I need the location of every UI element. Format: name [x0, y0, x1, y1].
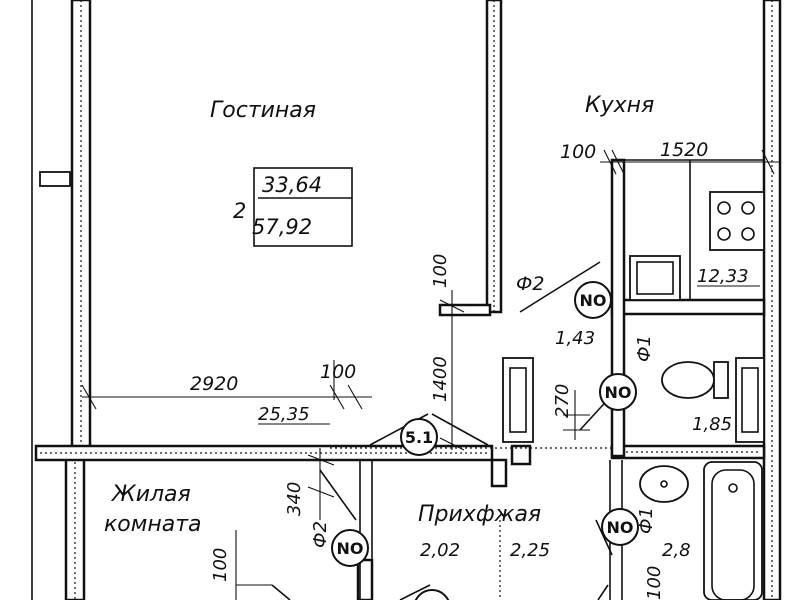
- no-marker-kitchen-text: NO: [580, 291, 607, 310]
- vent-shaft-left-icon: [502, 357, 534, 443]
- walls: [31, 0, 782, 600]
- area-corridor: 1,43: [555, 328, 595, 349]
- door-bedroom: [319, 469, 357, 521]
- door-kitchen: [519, 261, 601, 313]
- no-marker-bedroom-text: NO: [337, 539, 364, 558]
- vent-shaft-right-icon: [735, 357, 765, 443]
- window-sill: [39, 171, 71, 187]
- area-toilet: 1,85: [692, 414, 732, 435]
- fixtures: [502, 159, 765, 600]
- toilet-icon: [661, 361, 715, 399]
- section-marker: 5.1: [400, 418, 438, 456]
- apartment-living-area: 33,64: [262, 173, 322, 197]
- stove-icon: [709, 191, 765, 251]
- area-bath: 2,8: [662, 540, 691, 561]
- area-kitchen: 12,33: [697, 266, 749, 287]
- apartment-rooms-count: 2: [233, 199, 246, 223]
- room-label-bedroom-line1: Жилая: [110, 482, 191, 507]
- area-living: 25,35: [258, 404, 310, 425]
- living-bottom-wall: [34, 444, 494, 462]
- dim-hall-gap: 100: [644, 566, 665, 600]
- dim-toilet: 270: [552, 384, 573, 418]
- no-marker-hall: [414, 589, 450, 600]
- no-marker-bath: NO: [601, 508, 639, 546]
- kitchen-sink-icon: [629, 255, 681, 301]
- room-label-living: Гостиная: [210, 98, 316, 123]
- no-marker-kitchen: NO: [574, 281, 612, 319]
- kitchen-left-wall: [610, 158, 626, 458]
- apartment-total-area: 57,92: [252, 215, 312, 239]
- door-type-phi2-bottom: Ф2: [310, 521, 331, 548]
- door-type-phi1-top: Ф1: [634, 335, 655, 362]
- apartment-label: 2 33,64 57,92: [233, 167, 353, 247]
- area-hall-right: 2,25: [510, 540, 550, 561]
- dim-kitchen-gap: 100: [560, 141, 596, 163]
- room-label-kitchen: Кухня: [585, 93, 654, 118]
- kitchen-bottom-wall: [610, 298, 766, 316]
- column-block: [490, 458, 508, 488]
- door-jamb: [438, 303, 492, 317]
- dim-bedroom: 340: [284, 482, 305, 516]
- door-bath: [595, 519, 613, 556]
- bathtub-icon: [703, 461, 763, 600]
- room-label-bedroom-line2: комната: [104, 512, 202, 537]
- dim-door-gap-top: 100: [430, 254, 451, 288]
- dim-kitchen-width: 1520: [660, 139, 708, 161]
- no-marker-bath-text: NO: [607, 518, 634, 537]
- area-hall-left: 2,02: [420, 540, 460, 561]
- dim-living-gap: 100: [320, 361, 356, 383]
- dim-living-width: 2920: [190, 373, 238, 395]
- section-marker-text: 5.1: [405, 428, 433, 447]
- door-type-phi1-bottom: Ф1: [636, 507, 657, 534]
- dim-bedroom-gap: 100: [210, 548, 231, 582]
- no-marker-toilet: NO: [599, 373, 637, 411]
- wash-basin-icon: [639, 465, 689, 503]
- dim-door-height: 1400: [430, 356, 451, 402]
- room-label-hall: Прихфжая: [418, 502, 541, 527]
- dimension-lines: [81, 149, 780, 600]
- no-marker-toilet-text: NO: [605, 383, 632, 402]
- column-small: [510, 444, 532, 466]
- no-marker-bedroom: NO: [331, 529, 369, 567]
- door-type-phi2-top: Ф2: [516, 273, 544, 295]
